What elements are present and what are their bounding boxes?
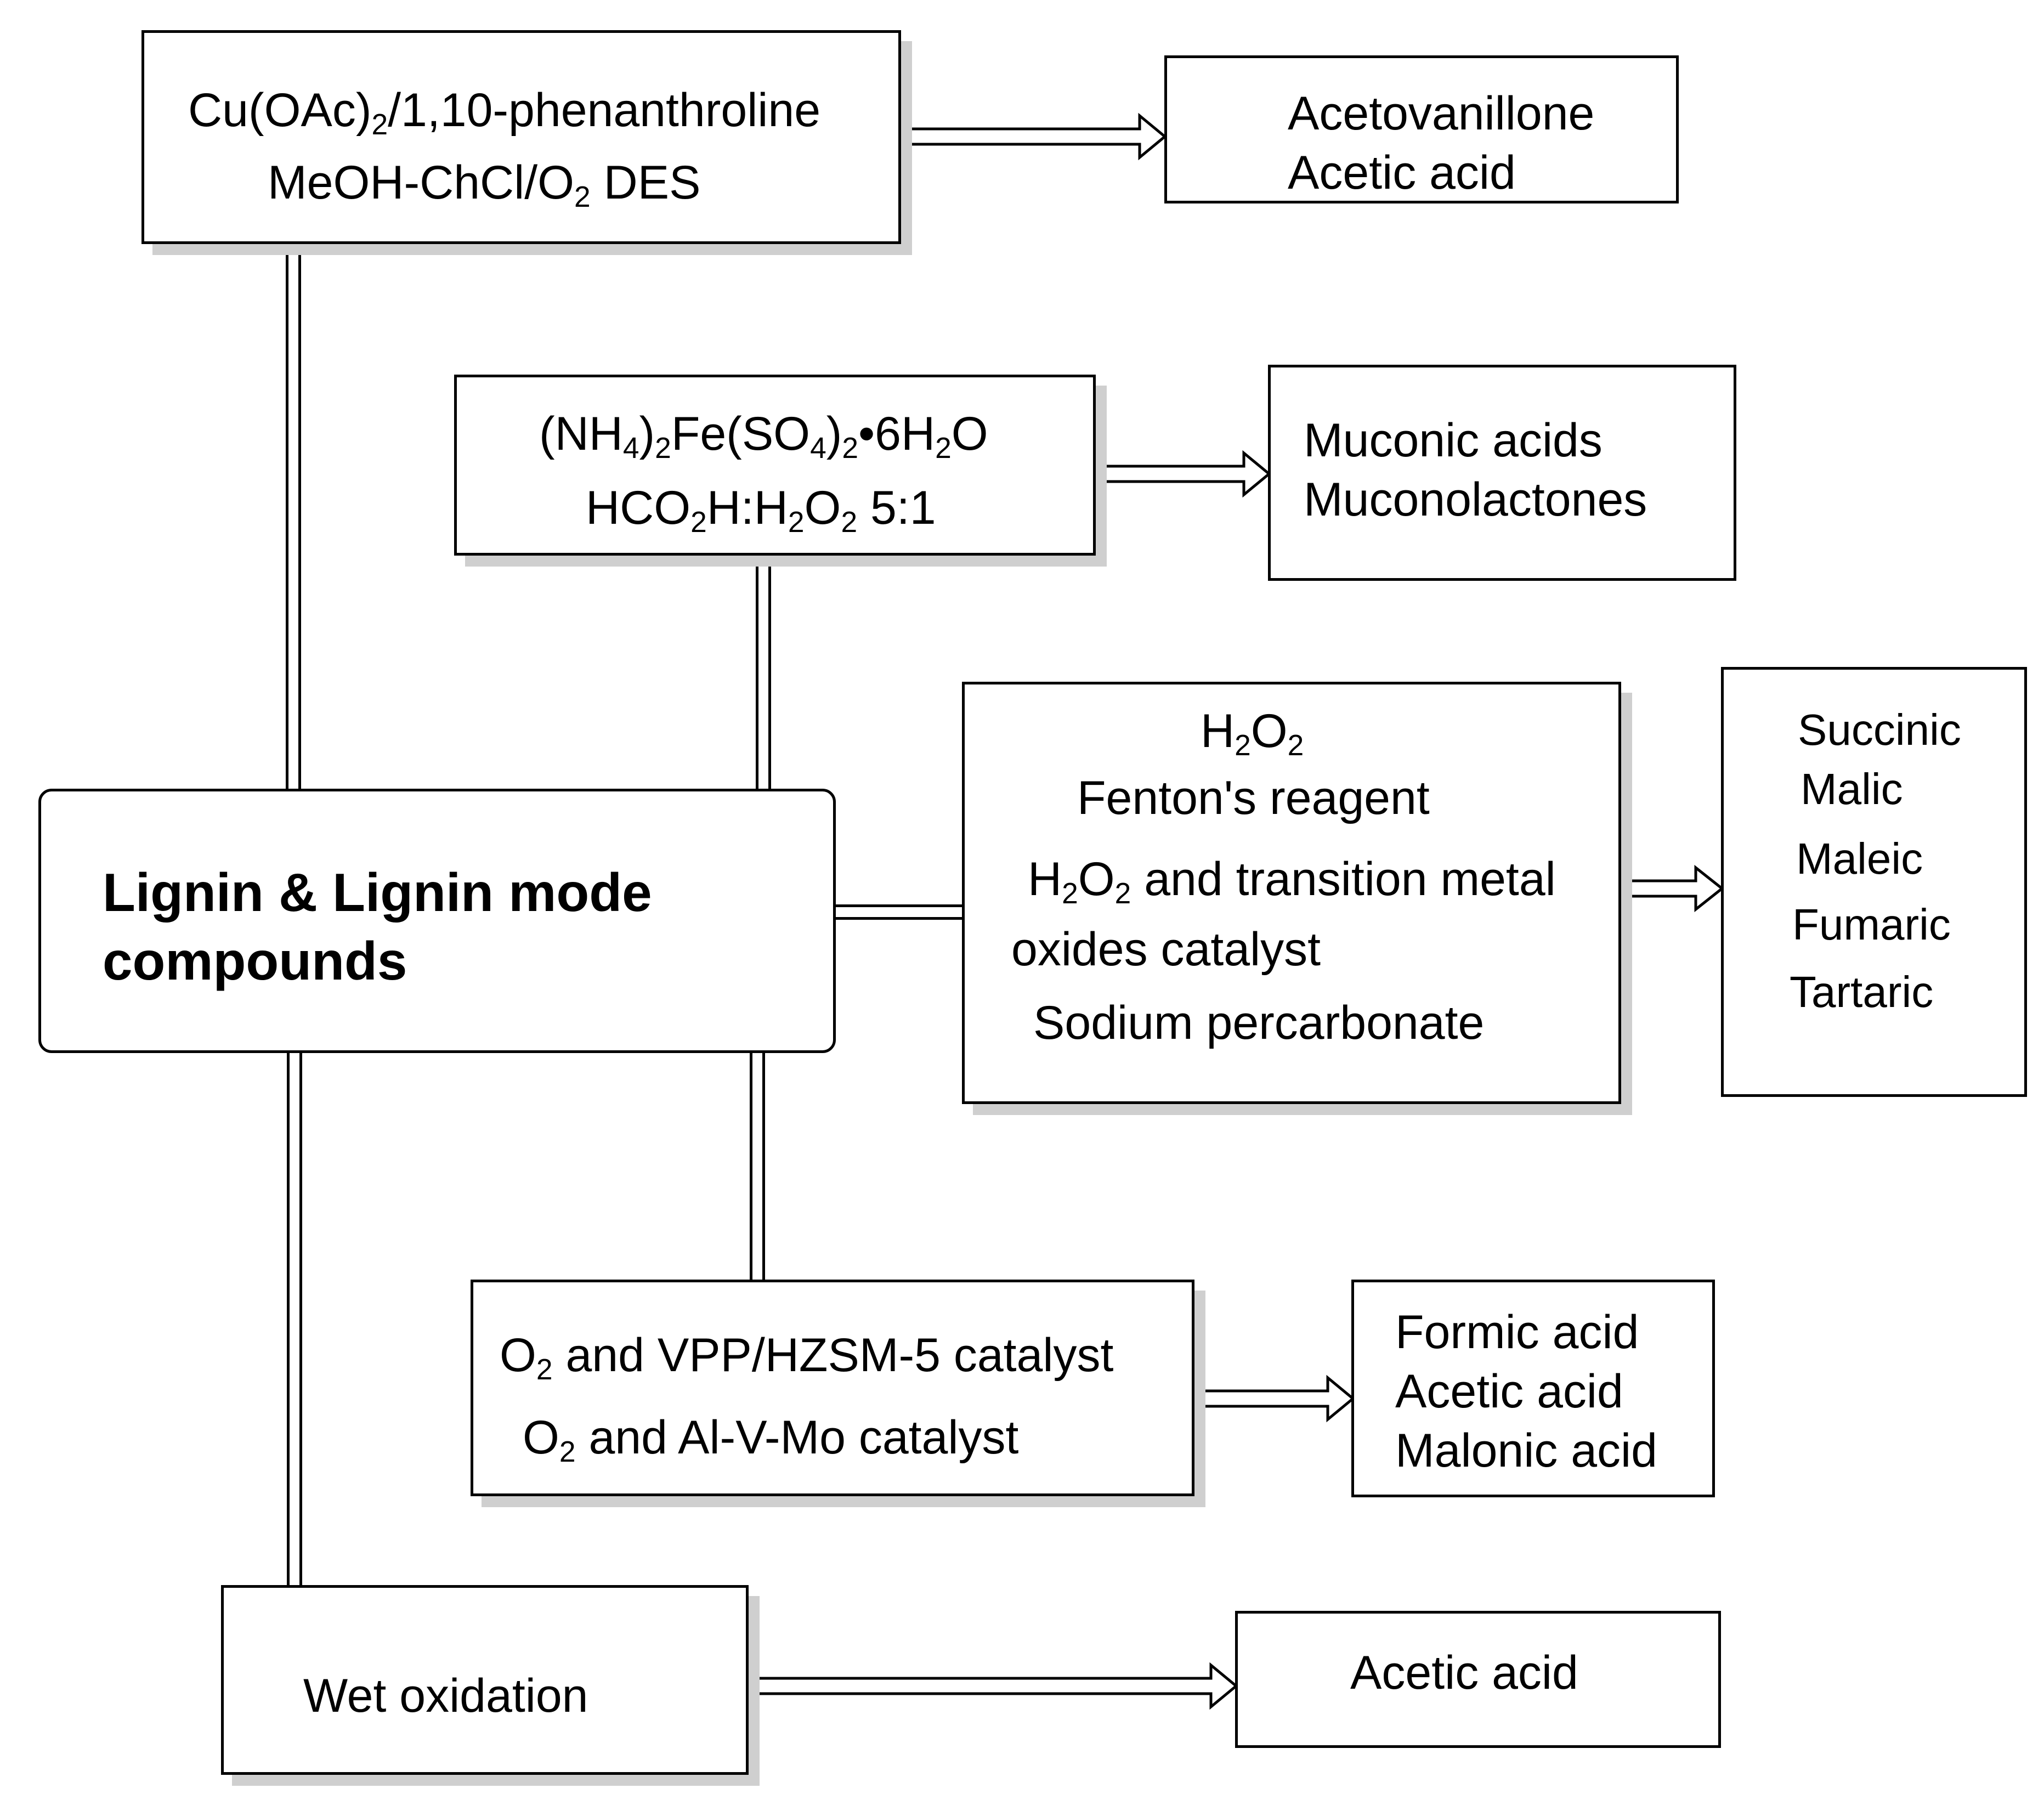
products-box4-line3: Malonic acid xyxy=(1395,1424,1657,1477)
arrow-box4-to-products xyxy=(1194,1374,1355,1423)
box3-line1: H2O2 xyxy=(1201,705,1304,762)
connector-center-to-box3 xyxy=(833,904,965,920)
box1-line1: Cu(OAc)2/1,10-phenanthroline xyxy=(188,84,821,141)
products-box4-line2: Acetic acid xyxy=(1395,1365,1623,1418)
box-mohr-salt: (NH4)2Fe(SO4)2•6H2O HCO2H:H2O2 5:1 xyxy=(454,375,1096,556)
products-box1-line1: Acetovanillone xyxy=(1288,87,1595,140)
products-box1-line2: Acetic acid xyxy=(1288,146,1516,199)
arrow-box1-to-products xyxy=(898,112,1167,161)
products-box2-line1: Muconic acids xyxy=(1304,414,1603,467)
products-box4-line1: Formic acid xyxy=(1395,1306,1639,1359)
box4-line1: O2 and VPP/HZSM-5 catalyst xyxy=(500,1329,1114,1386)
connector-center-to-box2 xyxy=(756,556,771,790)
box3-line2: Fenton's reagent xyxy=(1077,772,1430,824)
products-box2-line2: Muconolactones xyxy=(1304,473,1647,526)
products-box3: Succinic Malic Maleic Fumaric Tartaric xyxy=(1721,667,2027,1097)
box2-line1: (NH4)2Fe(SO4)2•6H2O xyxy=(539,408,988,465)
connector-center-to-box1 xyxy=(286,244,301,790)
box4-line2: O2 and Al-V-Mo catalyst xyxy=(523,1411,1019,1468)
center-label-line2: compounds xyxy=(103,931,407,991)
box3-line5: Sodium percarbonate xyxy=(1033,997,1485,1049)
box3-line4: oxides catalyst xyxy=(1011,923,1321,976)
box-wet-oxidation: Wet oxidation xyxy=(221,1585,749,1775)
center-node-lignin: Lignin & Lignin mode compounds xyxy=(38,789,836,1053)
connector-center-to-box5 xyxy=(287,1050,302,1585)
arrow-box2-to-products xyxy=(1091,450,1271,498)
box5-label: Wet oxidation xyxy=(303,1670,588,1722)
box-o2-catalysts: O2 and VPP/HZSM-5 catalyst O2 and Al-V-M… xyxy=(471,1280,1194,1496)
arrow-box5-to-products xyxy=(746,1662,1238,1710)
box2-line2: HCO2H:H2O2 5:1 xyxy=(586,482,936,539)
products-box3-line3: Maleic xyxy=(1796,834,1923,883)
connector-center-to-box4 xyxy=(750,1050,765,1280)
box1-line2: MeOH-ChCl/O2 DES xyxy=(268,156,701,213)
products-box1: Acetovanillone Acetic acid xyxy=(1164,55,1679,203)
products-box5-line1: Acetic acid xyxy=(1350,1646,1578,1699)
products-box3-line1: Succinic xyxy=(1798,705,1961,754)
box-cu-phenanthroline: Cu(OAc)2/1,10-phenanthroline MeOH-ChCl/O… xyxy=(141,30,901,244)
arrow-box3-to-products xyxy=(1618,864,1725,913)
box-h2o2-fenton: H2O2 Fenton's reagent H2O2 and transitio… xyxy=(962,682,1621,1104)
products-box3-line5: Tartaric xyxy=(1790,967,1934,1016)
center-label-line1: Lignin & Lignin mode xyxy=(103,862,652,923)
products-box5: Acetic acid xyxy=(1235,1611,1721,1748)
products-box3-line4: Fumaric xyxy=(1792,900,1951,949)
products-box3-line2: Malic xyxy=(1800,765,1903,813)
products-box4: Formic acid Acetic acid Malonic acid xyxy=(1351,1280,1715,1497)
box3-line3: H2O2 and transition metal xyxy=(1028,853,1556,910)
products-box2: Muconic acids Muconolactones xyxy=(1268,365,1736,581)
